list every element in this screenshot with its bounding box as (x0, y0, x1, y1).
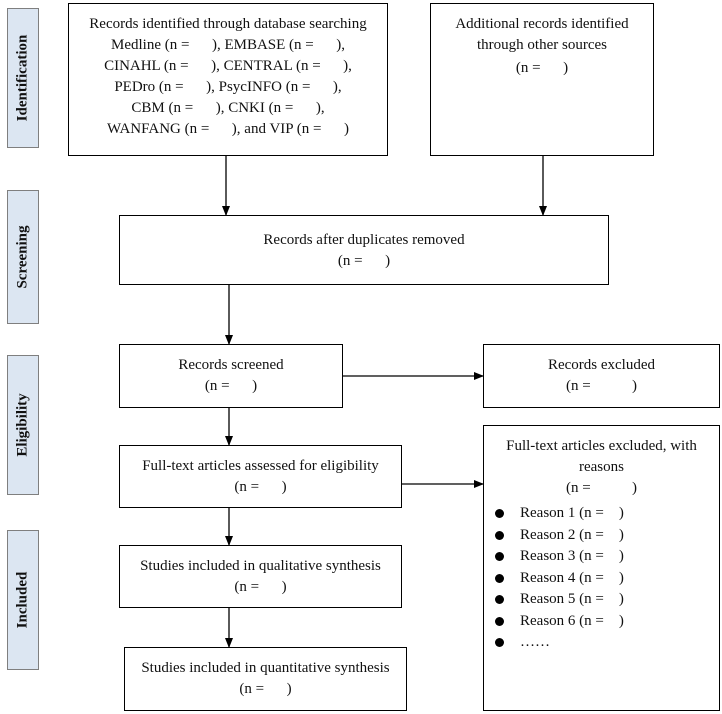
records-screened-box: Records screened (n = ) (119, 344, 343, 408)
exclusion-reason-text: Reason 1 (n = ) (520, 505, 624, 521)
bullet-icon (495, 638, 504, 647)
database-search-line: Medline (n = ), EMBASE (n = ), (111, 37, 345, 53)
database-search-line: PEDro (n = ), PsycINFO (n = ), (114, 79, 342, 95)
bullet-icon (495, 595, 504, 604)
fulltext-assessed-count: (n = ) (234, 479, 287, 495)
qualitative-synthesis-count: (n = ) (234, 579, 287, 595)
exclusion-reason-item: Reason 4 (n = ) (484, 568, 719, 590)
fulltext-excluded-box: Full-text articles excluded, with reason… (483, 425, 720, 711)
other-sources-count: (n = ) (515, 60, 569, 76)
exclusion-reason-text: Reason 2 (n = ) (520, 526, 624, 543)
records-excluded-box: Records excluded (n = ) (483, 344, 720, 408)
duplicates-removed-count: (n = ) (337, 253, 391, 269)
exclusion-reason-text: Reason 6 (n = ) (520, 612, 624, 629)
bullet-icon (495, 530, 504, 540)
duplicates-removed-box: Records after duplicates removed (n = ) (119, 215, 609, 285)
duplicates-removed-title: Records after duplicates removed (263, 232, 465, 248)
quantitative-synthesis-count: (n = ) (239, 681, 292, 697)
bullet-icon (495, 616, 504, 626)
other-sources-line: through other sources (477, 37, 607, 53)
fulltext-excluded-title: Full-text articles excluded, with (506, 438, 697, 454)
qualitative-synthesis-box: Studies included in qualitative synthesi… (119, 545, 402, 608)
fulltext-excluded-title: reasons (579, 459, 624, 475)
fulltext-excluded-count: (n = ) (566, 480, 637, 496)
quantitative-synthesis-box: Studies included in quantitative synthes… (124, 647, 407, 711)
exclusion-reason-text: Reason 5 (n = ) (520, 591, 624, 607)
exclusion-reason-item: Reason 5 (n = ) (484, 589, 719, 611)
exclusion-reason-text: Reason 4 (n = ) (520, 569, 624, 586)
database-search-line: WANFANG (n = ), and VIP (n = ) (106, 121, 350, 137)
exclusion-reason-item: …… (484, 632, 719, 654)
database-search-line: CBM (n = ), CNKI (n = ), (131, 100, 325, 116)
quantitative-synthesis-title: Studies included in quantitative synthes… (141, 660, 390, 676)
fulltext-assessed-title: Full-text articles assessed for eligibil… (142, 458, 379, 474)
exclusion-reason-item: Reason 3 (n = ) (484, 546, 719, 568)
database-search-box: Records identified through database sear… (68, 3, 388, 156)
stage-label-included: Included (7, 530, 39, 670)
qualitative-synthesis-title: Studies included in qualitative synthesi… (140, 558, 381, 574)
stage-label-screening: Screening (7, 190, 39, 324)
exclusion-reason-item: Reason 1 (n = ) (484, 503, 719, 525)
other-sources-line: Additional records identified (455, 16, 629, 32)
exclusion-reason-item: Reason 6 (n = ) (484, 611, 719, 633)
records-excluded-count: (n = ) (566, 378, 637, 394)
database-search-title: Records identified through database sear… (89, 16, 367, 32)
records-screened-count: (n = ) (204, 378, 258, 394)
fulltext-assessed-box: Full-text articles assessed for eligibil… (119, 445, 402, 508)
bullet-icon (495, 509, 504, 518)
records-screened-title: Records screened (178, 357, 284, 373)
exclusion-reason-list: Reason 1 (n = ) Reason 2 (n = ) Reason 3… (484, 503, 719, 654)
bullet-icon (495, 573, 504, 583)
stage-label-identification: Identification (7, 8, 39, 148)
exclusion-reason-text: Reason 3 (n = ) (520, 548, 624, 564)
bullet-icon (495, 552, 504, 561)
exclusion-reason-item: Reason 2 (n = ) (484, 525, 719, 547)
exclusion-reason-text: …… (520, 634, 550, 650)
other-sources-box: Additional records identified through ot… (430, 3, 654, 156)
database-search-line: CINAHL (n = ), CENTRAL (n = ), (104, 58, 352, 74)
records-excluded-title: Records excluded (547, 357, 656, 373)
stage-label-eligibility: Eligibility (7, 355, 39, 495)
